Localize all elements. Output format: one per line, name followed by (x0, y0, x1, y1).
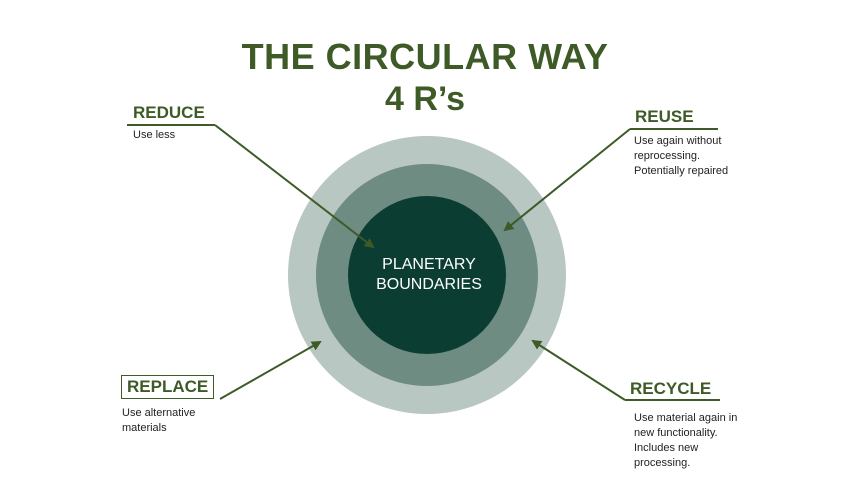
replace-description: Use alternative materials (122, 407, 196, 434)
recycle-description: Use material again in new functionality.… (634, 412, 738, 469)
title-line-1: THE CIRCULAR WAY (241, 36, 609, 77)
replace-heading: REPLACE (121, 375, 215, 399)
recycle-arrow (531, 339, 626, 401)
replace-arrow (219, 341, 322, 400)
center-label: PLANETARY BOUNDARIES (376, 256, 482, 293)
reuse-arrow (503, 128, 631, 232)
reuse-heading: REUSE (635, 107, 694, 126)
inner-circle (348, 196, 506, 354)
title-line-2: 4 R’s (384, 80, 465, 118)
reuse-description: Use again without reprocessing. Potentia… (634, 135, 729, 177)
reduce-description: Use less (133, 129, 176, 141)
recycle-heading: RECYCLE (630, 379, 712, 398)
reduce-arrow (214, 124, 375, 249)
reduce-heading: REDUCE (133, 103, 205, 122)
